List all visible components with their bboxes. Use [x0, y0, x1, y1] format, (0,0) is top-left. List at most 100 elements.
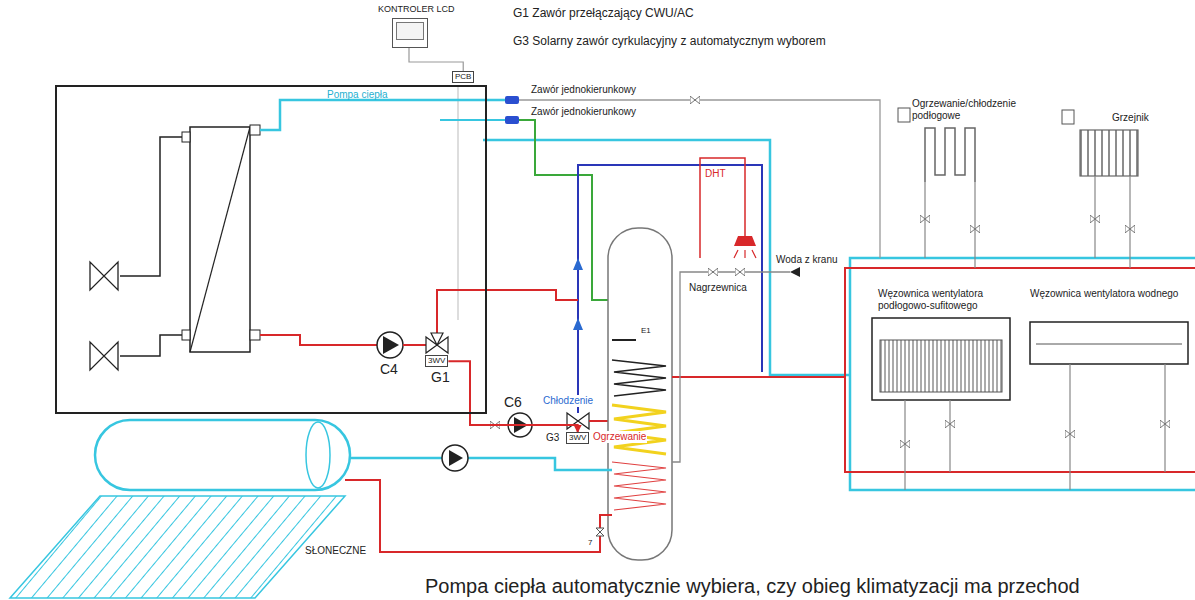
rect-shape — [182, 330, 190, 340]
path-shape — [403, 344, 426, 346]
path-shape — [260, 335, 377, 345]
pipe-connector — [409, 48, 463, 71]
path-shape — [449, 450, 463, 466]
path-shape — [345, 480, 612, 552]
path-shape — [90, 342, 118, 370]
use-shape — [1065, 430, 1075, 438]
node-text: Węzownica wentylatora wodnego — [1030, 288, 1185, 300]
radiator: Grzejnik — [1112, 112, 1182, 124]
circle-shape — [377, 332, 403, 358]
part-label: 7 — [587, 538, 593, 548]
polygon-shape — [10, 496, 345, 598]
node-text: Węzownica wentylatora podłogowo-sufitowe… — [878, 288, 1026, 312]
part-label: Nagrzewnica — [688, 282, 748, 294]
path-shape — [90, 262, 118, 290]
path-shape — [612, 405, 666, 454]
line-shape — [190, 127, 250, 352]
circle-shape — [442, 445, 468, 471]
path-shape — [1036, 344, 1182, 345]
rect-shape — [505, 116, 519, 124]
rect-shape — [1080, 130, 1138, 176]
path-shape — [483, 140, 1195, 490]
path-shape — [573, 258, 583, 330]
part-label: G3 Solarny zawór cyrkulacyjny z automaty… — [512, 34, 827, 48]
path-shape — [426, 333, 448, 353]
use-shape — [708, 268, 718, 276]
path-shape — [672, 272, 790, 462]
node-text: Ogrzewanie/chłodzenie podłogowe — [912, 98, 1032, 122]
caption: Pompa ciepła automatycznie wybiera, czy … — [425, 575, 1080, 598]
rect-shape — [182, 132, 190, 142]
path-shape — [925, 182, 975, 268]
use-shape — [1160, 420, 1170, 428]
path-shape — [612, 360, 666, 396]
path-shape — [612, 339, 636, 341]
path-shape — [350, 458, 612, 470]
use-shape — [900, 440, 910, 448]
path-shape — [437, 290, 578, 333]
rect-shape — [190, 127, 250, 352]
rect-shape — [1062, 110, 1074, 124]
rect-shape — [608, 228, 672, 560]
use-shape — [735, 268, 745, 276]
rect-shape — [880, 340, 1002, 392]
part-label: E1 — [640, 326, 652, 336]
rect-shape — [898, 108, 910, 122]
node-text: Pompa ciepła — [327, 89, 388, 101]
rect-shape — [872, 318, 1010, 400]
part-label: C4 — [379, 361, 399, 378]
valve-label-box: 3WV — [425, 355, 448, 367]
part-label: Zawór jednokierunkowy — [530, 106, 637, 118]
path-shape — [260, 100, 505, 130]
node-text: SŁONECZNE — [305, 545, 395, 557]
lcd-display — [396, 22, 424, 40]
path-shape — [734, 236, 756, 246]
use-shape — [970, 225, 980, 233]
path-shape — [440, 119, 505, 121]
node-text: 3WV — [569, 433, 586, 443]
part-label: Ogrzewanie — [592, 431, 647, 443]
part-label: Zawór jednokierunkowy — [530, 84, 637, 96]
path-shape — [672, 268, 1195, 472]
part-label: DHT — [704, 168, 727, 180]
fan-coil-unit: Węzownica wentylatora wodnego — [1030, 288, 1185, 300]
path-shape — [519, 100, 880, 258]
part-label: C6 — [503, 394, 523, 411]
node-text: PCB — [455, 72, 471, 82]
heat-pump-housing: Pompa ciepłaPCB3WV — [55, 85, 487, 414]
path-shape — [790, 267, 800, 277]
floor-heating: Ogrzewanie/chłodzenie podłogowe — [912, 98, 1032, 122]
rect-shape — [250, 125, 260, 135]
part-label: G3 — [545, 432, 560, 444]
controller-box: KONTROLER LCD — [378, 4, 470, 48]
rect-shape — [1030, 322, 1188, 364]
path-shape — [120, 137, 182, 276]
node-text: KONTROLER LCD — [378, 4, 470, 15]
rect-shape — [95, 420, 350, 490]
part-label: Chłodzenie — [542, 395, 594, 407]
pcb-box: PCB — [452, 71, 474, 83]
rect-shape — [250, 330, 260, 340]
use-shape — [945, 420, 955, 428]
path-shape — [383, 336, 399, 354]
use-shape — [1125, 225, 1135, 233]
use-shape — [690, 96, 700, 104]
part-label: Woda z kranu — [775, 254, 839, 266]
part-label: G1 Zawór przełączający CWU/AC — [512, 6, 695, 20]
path-shape — [1095, 176, 1130, 268]
ellipse-shape — [306, 422, 330, 488]
path-shape — [612, 462, 666, 510]
path-shape — [519, 120, 612, 300]
path-shape — [1070, 364, 1165, 490]
use-shape — [1090, 215, 1100, 223]
fan-coil-unit: Węzownica wentylatora podłogowo-sufitowe… — [878, 288, 1026, 312]
use-shape — [920, 215, 930, 223]
valve-label-box: 3WV — [566, 432, 589, 444]
path-shape — [905, 400, 950, 490]
node-text: 3WV — [428, 356, 445, 366]
path-shape — [120, 335, 182, 356]
path-shape — [925, 128, 975, 182]
solar-collector: SŁONECZNE — [305, 545, 395, 557]
lcd-screen — [392, 18, 428, 48]
